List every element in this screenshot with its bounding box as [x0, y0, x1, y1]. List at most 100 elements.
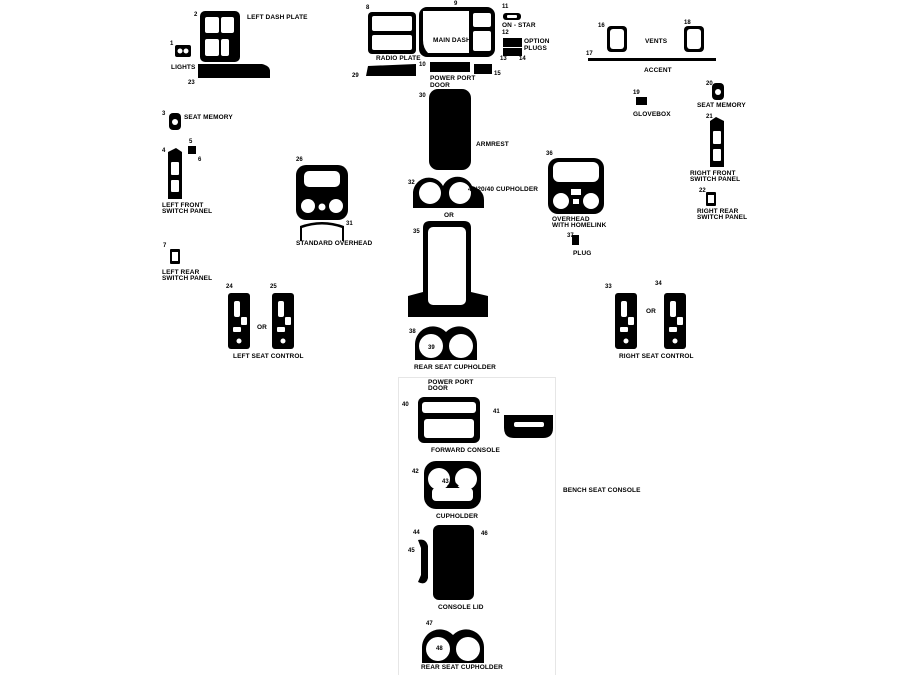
label-option-plugs-2: PLUGS: [524, 45, 547, 52]
label-glovebox: GLOVEBOX: [633, 111, 671, 118]
num-26: 26: [296, 157, 303, 163]
part-right-seat-control-34: [664, 293, 686, 349]
num-44: 44: [413, 530, 420, 536]
part-seat-memory-right: [712, 83, 724, 100]
label-vents: VENTS: [645, 38, 668, 45]
num-2: 2: [194, 12, 198, 18]
label-or-left-seat: OR: [257, 324, 267, 331]
label-right-seat-control: RIGHT SEAT CONTROL: [619, 353, 694, 360]
label-power-port-door-b: POWER PORT: [428, 379, 474, 386]
part-23: [198, 64, 270, 78]
part-left-dash-plate: [200, 11, 240, 62]
num-47: 47: [426, 621, 433, 627]
label-or-right-seat: OR: [646, 308, 656, 315]
num-25: 25: [270, 284, 277, 290]
label-left-front-switch: LEFT FRONT: [162, 202, 204, 209]
part-glovebox: [636, 97, 647, 105]
num-14: 14: [519, 56, 526, 62]
part-5: [188, 146, 196, 154]
part-cupholder: [424, 461, 481, 509]
num-15: 15: [494, 71, 501, 77]
part-vent-left: [607, 26, 627, 52]
part-left-seat-control-25: [272, 293, 294, 349]
part-right-front-switch: [710, 117, 724, 167]
num-20: 20: [706, 81, 713, 87]
label-main-dash: MAIN DASH: [433, 37, 471, 44]
num-34: 34: [655, 281, 662, 287]
num-45: 45: [408, 548, 415, 554]
num-5: 5: [189, 139, 193, 145]
label-radio-plate: RADIO PLATE: [376, 55, 421, 62]
label-power-port-door-2: DOOR: [430, 82, 450, 89]
num-39: 39: [428, 345, 435, 351]
label-cupholder: CUPHOLDER: [436, 513, 479, 520]
part-overhead-homelink: [548, 158, 604, 214]
label-option-plugs: OPTION: [524, 38, 550, 45]
num-41: 41: [493, 409, 500, 415]
part-41: [504, 415, 553, 438]
num-23: 23: [188, 80, 195, 86]
num-16: 16: [598, 23, 605, 29]
num-40: 40: [402, 402, 409, 408]
part-accent: [588, 58, 716, 61]
num-10: 10: [419, 62, 426, 68]
num-18: 18: [684, 20, 691, 26]
num-38: 38: [409, 329, 416, 335]
label-rear-seat-cupholder: REAR SEAT CUPHOLDER: [414, 364, 496, 371]
num-43: 43: [442, 479, 449, 485]
num-30: 30: [419, 93, 426, 99]
part-vent-right: [684, 26, 704, 52]
num-35: 35: [413, 229, 420, 235]
num-4: 4: [162, 148, 166, 154]
label-left-seat-control: LEFT SEAT CONTROL: [233, 353, 304, 360]
label-lights: LIGHTS: [171, 64, 196, 71]
label-right-front-switch-2: SWITCH PANEL: [690, 176, 741, 183]
label-overhead-homelink: OVERHEAD: [552, 216, 590, 223]
label-left-front-switch-2: SWITCH PANEL: [162, 208, 213, 215]
num-21: 21: [706, 114, 713, 120]
label-seat-memory-right: SEAT MEMORY: [697, 102, 746, 109]
label-cupholder-404020: 40/20/40 CUPHOLDER: [468, 186, 539, 193]
part-standard-overhead: [296, 165, 348, 220]
part-31: [300, 222, 344, 241]
part-44-45: [418, 539, 428, 584]
num-7: 7: [163, 243, 167, 249]
label-power-port-door-b-2: DOOR: [428, 385, 448, 392]
label-left-dash-plate: LEFT DASH PLATE: [247, 14, 308, 21]
part-35: [408, 221, 488, 317]
part-radio-plate: [368, 12, 416, 54]
label-armrest: ARMREST: [476, 141, 509, 148]
part-main-dash: [419, 7, 495, 57]
num-17: 17: [586, 51, 593, 57]
part-right-rear-switch: [706, 192, 716, 206]
num-33: 33: [605, 284, 612, 290]
part-on-star: [503, 13, 521, 20]
num-13: 13: [500, 56, 507, 62]
part-13-14: [503, 48, 522, 56]
num-6: 6: [198, 157, 202, 163]
label-bench-seat-console: BENCH SEAT CONSOLE: [563, 487, 641, 494]
label-forward-console: FORWARD CONSOLE: [431, 447, 500, 454]
part-plug: [572, 235, 579, 245]
label-left-rear-switch-2: SWITCH PANEL: [162, 275, 213, 282]
num-11: 11: [502, 4, 509, 10]
label-left-rear-switch: LEFT REAR: [162, 269, 200, 276]
num-12: 12: [502, 30, 509, 36]
part-cupholder-404020: [413, 176, 484, 208]
num-36: 36: [546, 151, 553, 157]
label-on-star: ON - STAR: [502, 22, 536, 29]
label-right-rear-switch: RIGHT REAR: [697, 208, 739, 215]
label-console-lid: CONSOLE LID: [438, 604, 484, 611]
part-10: [430, 62, 470, 72]
label-seat-memory-left: SEAT MEMORY: [184, 114, 233, 121]
part-rear-seat-cupholder: [415, 326, 477, 360]
num-22: 22: [699, 188, 706, 194]
num-37: 37: [567, 233, 574, 239]
part-forward-console: [418, 397, 480, 443]
bench-seat-group-border: [398, 377, 556, 675]
label-accent: ACCENT: [644, 67, 672, 74]
part-12: [503, 38, 522, 47]
part-lights: [175, 45, 191, 57]
